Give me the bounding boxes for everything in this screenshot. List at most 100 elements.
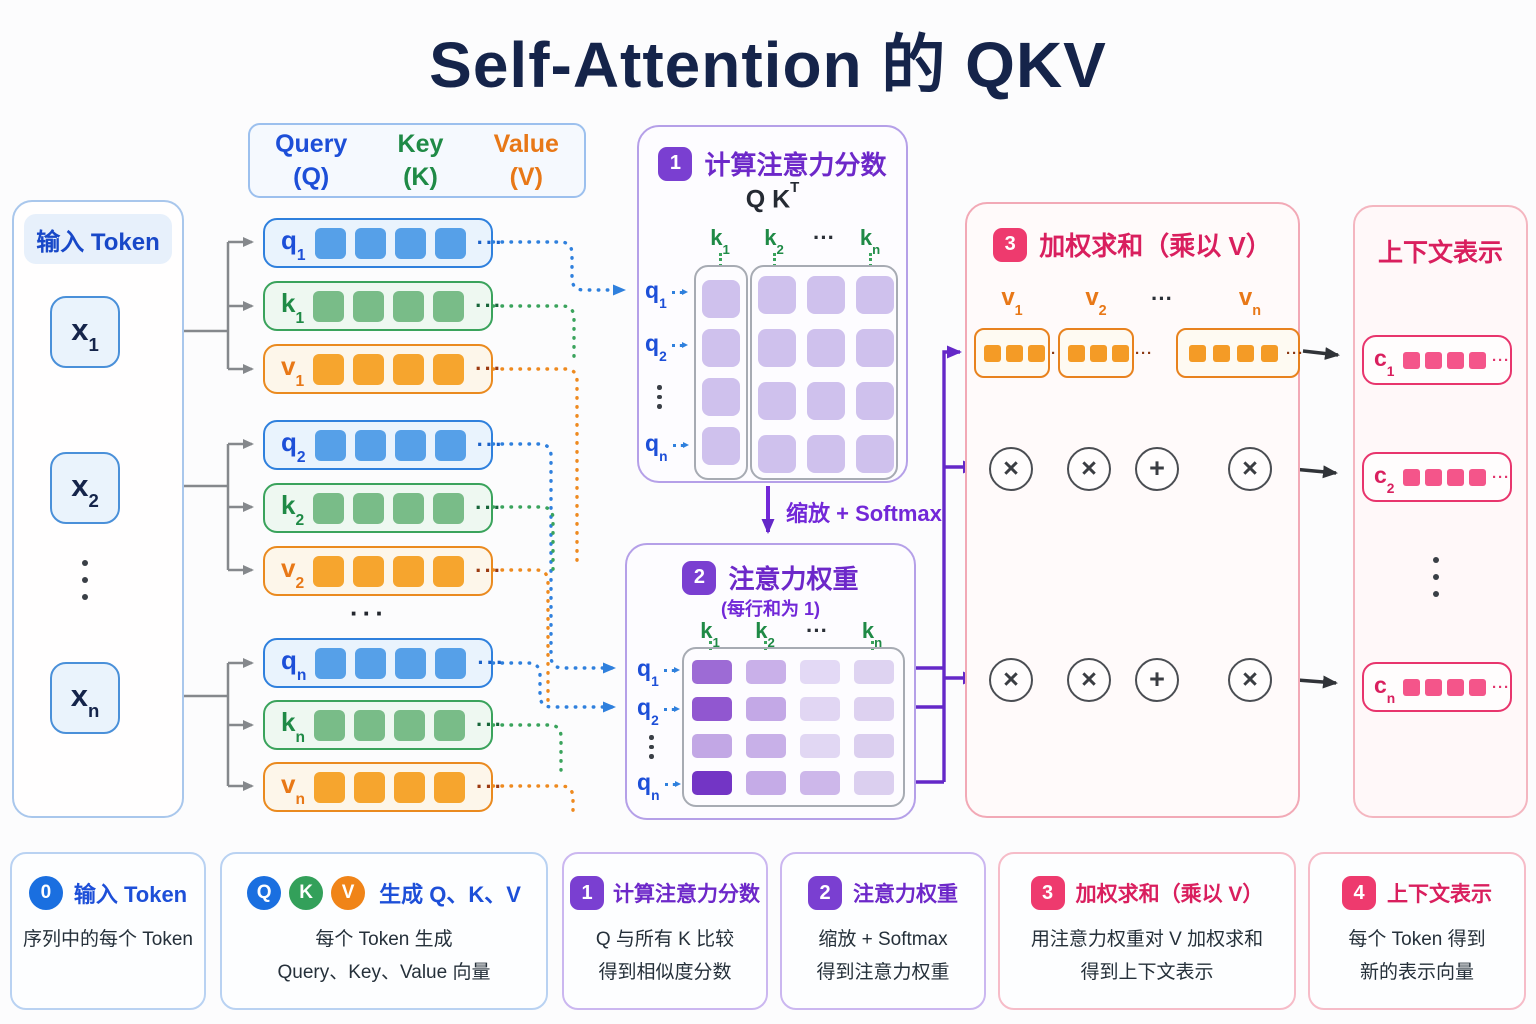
weight-cell: [746, 660, 786, 684]
legend0-badge: 0: [28, 876, 63, 910]
legend3-desc2: 得到上下文表示: [1080, 962, 1214, 984]
vn-vector: ···: [1176, 328, 1303, 378]
score-cell: [856, 435, 894, 473]
col-header-k2: k2: [755, 618, 775, 651]
score-cell: [758, 329, 796, 367]
weight-cell: [746, 771, 786, 795]
context-panel-header: 上下文表示: [1377, 239, 1503, 267]
vector-row-q2: q2 ···: [263, 420, 503, 470]
row-label-q1: q1: [645, 276, 688, 311]
vector-row-k1: k1 ···: [263, 281, 501, 331]
step3-title: 加权求和（乘以 V）: [1039, 231, 1272, 261]
k2-tick: [764, 641, 767, 650]
multiply-op: ×: [1228, 447, 1272, 491]
step2-subtitle: (每行和为 1): [721, 599, 820, 619]
weight-cell: [854, 734, 894, 758]
col-header-kn: kn: [859, 225, 881, 258]
legend-qkv-desc1: 每个 Token 生成: [315, 929, 453, 950]
legend2-desc2: 得到注意力权重: [816, 962, 950, 984]
legend1-desc2: 得到相似度分数: [598, 962, 732, 984]
weight-matrix-frame: [682, 647, 905, 807]
step3-badge: 3: [993, 227, 1028, 262]
legend-step3: 3 加权求和（乘以 V） 用注意力权重对 V 加权求和 得到上下文表示: [998, 852, 1296, 1010]
step1-badge: 1: [658, 146, 693, 181]
score-cell: [702, 426, 740, 465]
score-cell: [807, 435, 845, 473]
softmax-label: 缩放 + Softmax: [786, 501, 942, 526]
multiply-op: ×: [1228, 658, 1272, 702]
score-cell: [856, 329, 894, 367]
q-badge: Q: [247, 876, 282, 910]
k-badge: K: [289, 876, 324, 910]
vector-row-q1: q1 ···: [263, 218, 503, 268]
col-header-dots: ···: [806, 618, 828, 643]
legend3-title: 加权求和（乘以 V）: [1075, 883, 1264, 906]
score-cell: [807, 276, 845, 314]
multiply-op: ×: [989, 447, 1033, 491]
legend0-desc: 序列中的每个 Token: [23, 929, 193, 950]
legend1-title: 计算注意力分数: [613, 883, 760, 906]
weight-cell: [854, 771, 894, 795]
score-cell: [702, 280, 740, 319]
legend-step0: 0 输入 Token 序列中的每个 Token: [10, 852, 206, 1010]
vector-row-vn: vn ···: [263, 762, 502, 812]
weight-cell: [800, 771, 840, 795]
step3-weighted-sum-box: 3 加权求和（乘以 V） v1 v2 ··· vn ··· ··· ··· × …: [965, 202, 1303, 818]
legend4-badge: 4: [1342, 876, 1376, 910]
value-header: Value(V): [493, 130, 559, 191]
vn-label: vn: [1238, 284, 1262, 319]
weight-cell: [800, 697, 840, 721]
step2-attention-weights-box: 2 注意力权重 (每行和为 1) k1 k2 ··· kn q1 q2 qn: [625, 543, 916, 820]
score-cell: [758, 435, 796, 473]
kn-tick: [869, 253, 872, 267]
add-op: +: [1135, 658, 1179, 702]
legend2-title: 注意力权重: [853, 883, 958, 906]
k1-tick: [709, 641, 712, 650]
score-cell: [807, 382, 845, 420]
score-cell: [856, 276, 894, 314]
row-label-ellipsis: [657, 385, 662, 409]
qkv-dotted-routes: [491, 240, 626, 814]
vector-rows-ellipsis: ···: [350, 598, 388, 628]
weight-cell: [854, 697, 894, 721]
multiply-op: ×: [989, 658, 1033, 702]
legend4-desc2: 新的表示向量: [1359, 962, 1474, 984]
col-header-k1: k1: [700, 618, 720, 651]
score-cell: [758, 276, 796, 314]
legend0-title: 输入 Token: [73, 882, 188, 907]
token-x1: x1: [50, 296, 120, 368]
v2-vector: ···: [1058, 328, 1152, 378]
row-label-q2: q2: [645, 329, 688, 364]
weight-cell: [692, 734, 732, 758]
score-matrix-col1-frame: [694, 265, 748, 480]
col-header-k2: k2: [764, 225, 784, 258]
score-cell: [702, 329, 740, 368]
vector-row-kn: kn ···: [263, 700, 502, 750]
v2-label: v2: [1085, 284, 1107, 319]
weight-cell: [746, 734, 786, 758]
legend-qkv-title: 生成 Q、K、V: [379, 882, 521, 907]
v1-label: v1: [1001, 284, 1023, 319]
row-label-q2: q2: [637, 693, 680, 728]
legend4-desc1: 每个 Token 得到: [1348, 929, 1486, 950]
col-header-kn: kn: [861, 618, 883, 651]
step1-title: 计算注意力分数: [704, 150, 887, 180]
score-cell: [807, 329, 845, 367]
legend2-badge: 2: [808, 876, 842, 910]
col-header-dots: ···: [813, 225, 835, 250]
weight-cell: [800, 660, 840, 684]
legend2-desc1: 缩放 + Softmax: [818, 929, 948, 950]
legend-qkv-desc2: Query、Key、Value 向量: [277, 962, 491, 984]
weight-cell: [692, 771, 732, 795]
vector-row-k2: k2 ···: [263, 483, 501, 533]
step2-badge: 2: [682, 560, 717, 595]
v-badge: V: [331, 876, 366, 910]
k2-tick: [773, 253, 776, 267]
vrow-to-c1-arrow: [1302, 347, 1340, 360]
legend1-badge: 1: [570, 876, 604, 910]
step1-attention-scores-box: 1 计算注意力分数 Q KT k1 k2 ··· kn q1 q2 qn: [637, 125, 908, 483]
legend3-desc1: 用注意力权重对 V 加权求和: [1030, 929, 1264, 950]
input-token-panel: 输入 Token x1 x2 xn: [12, 200, 184, 818]
context-panel: 上下文表示 c1 ··· c2 ··· cn ···: [1353, 205, 1528, 818]
